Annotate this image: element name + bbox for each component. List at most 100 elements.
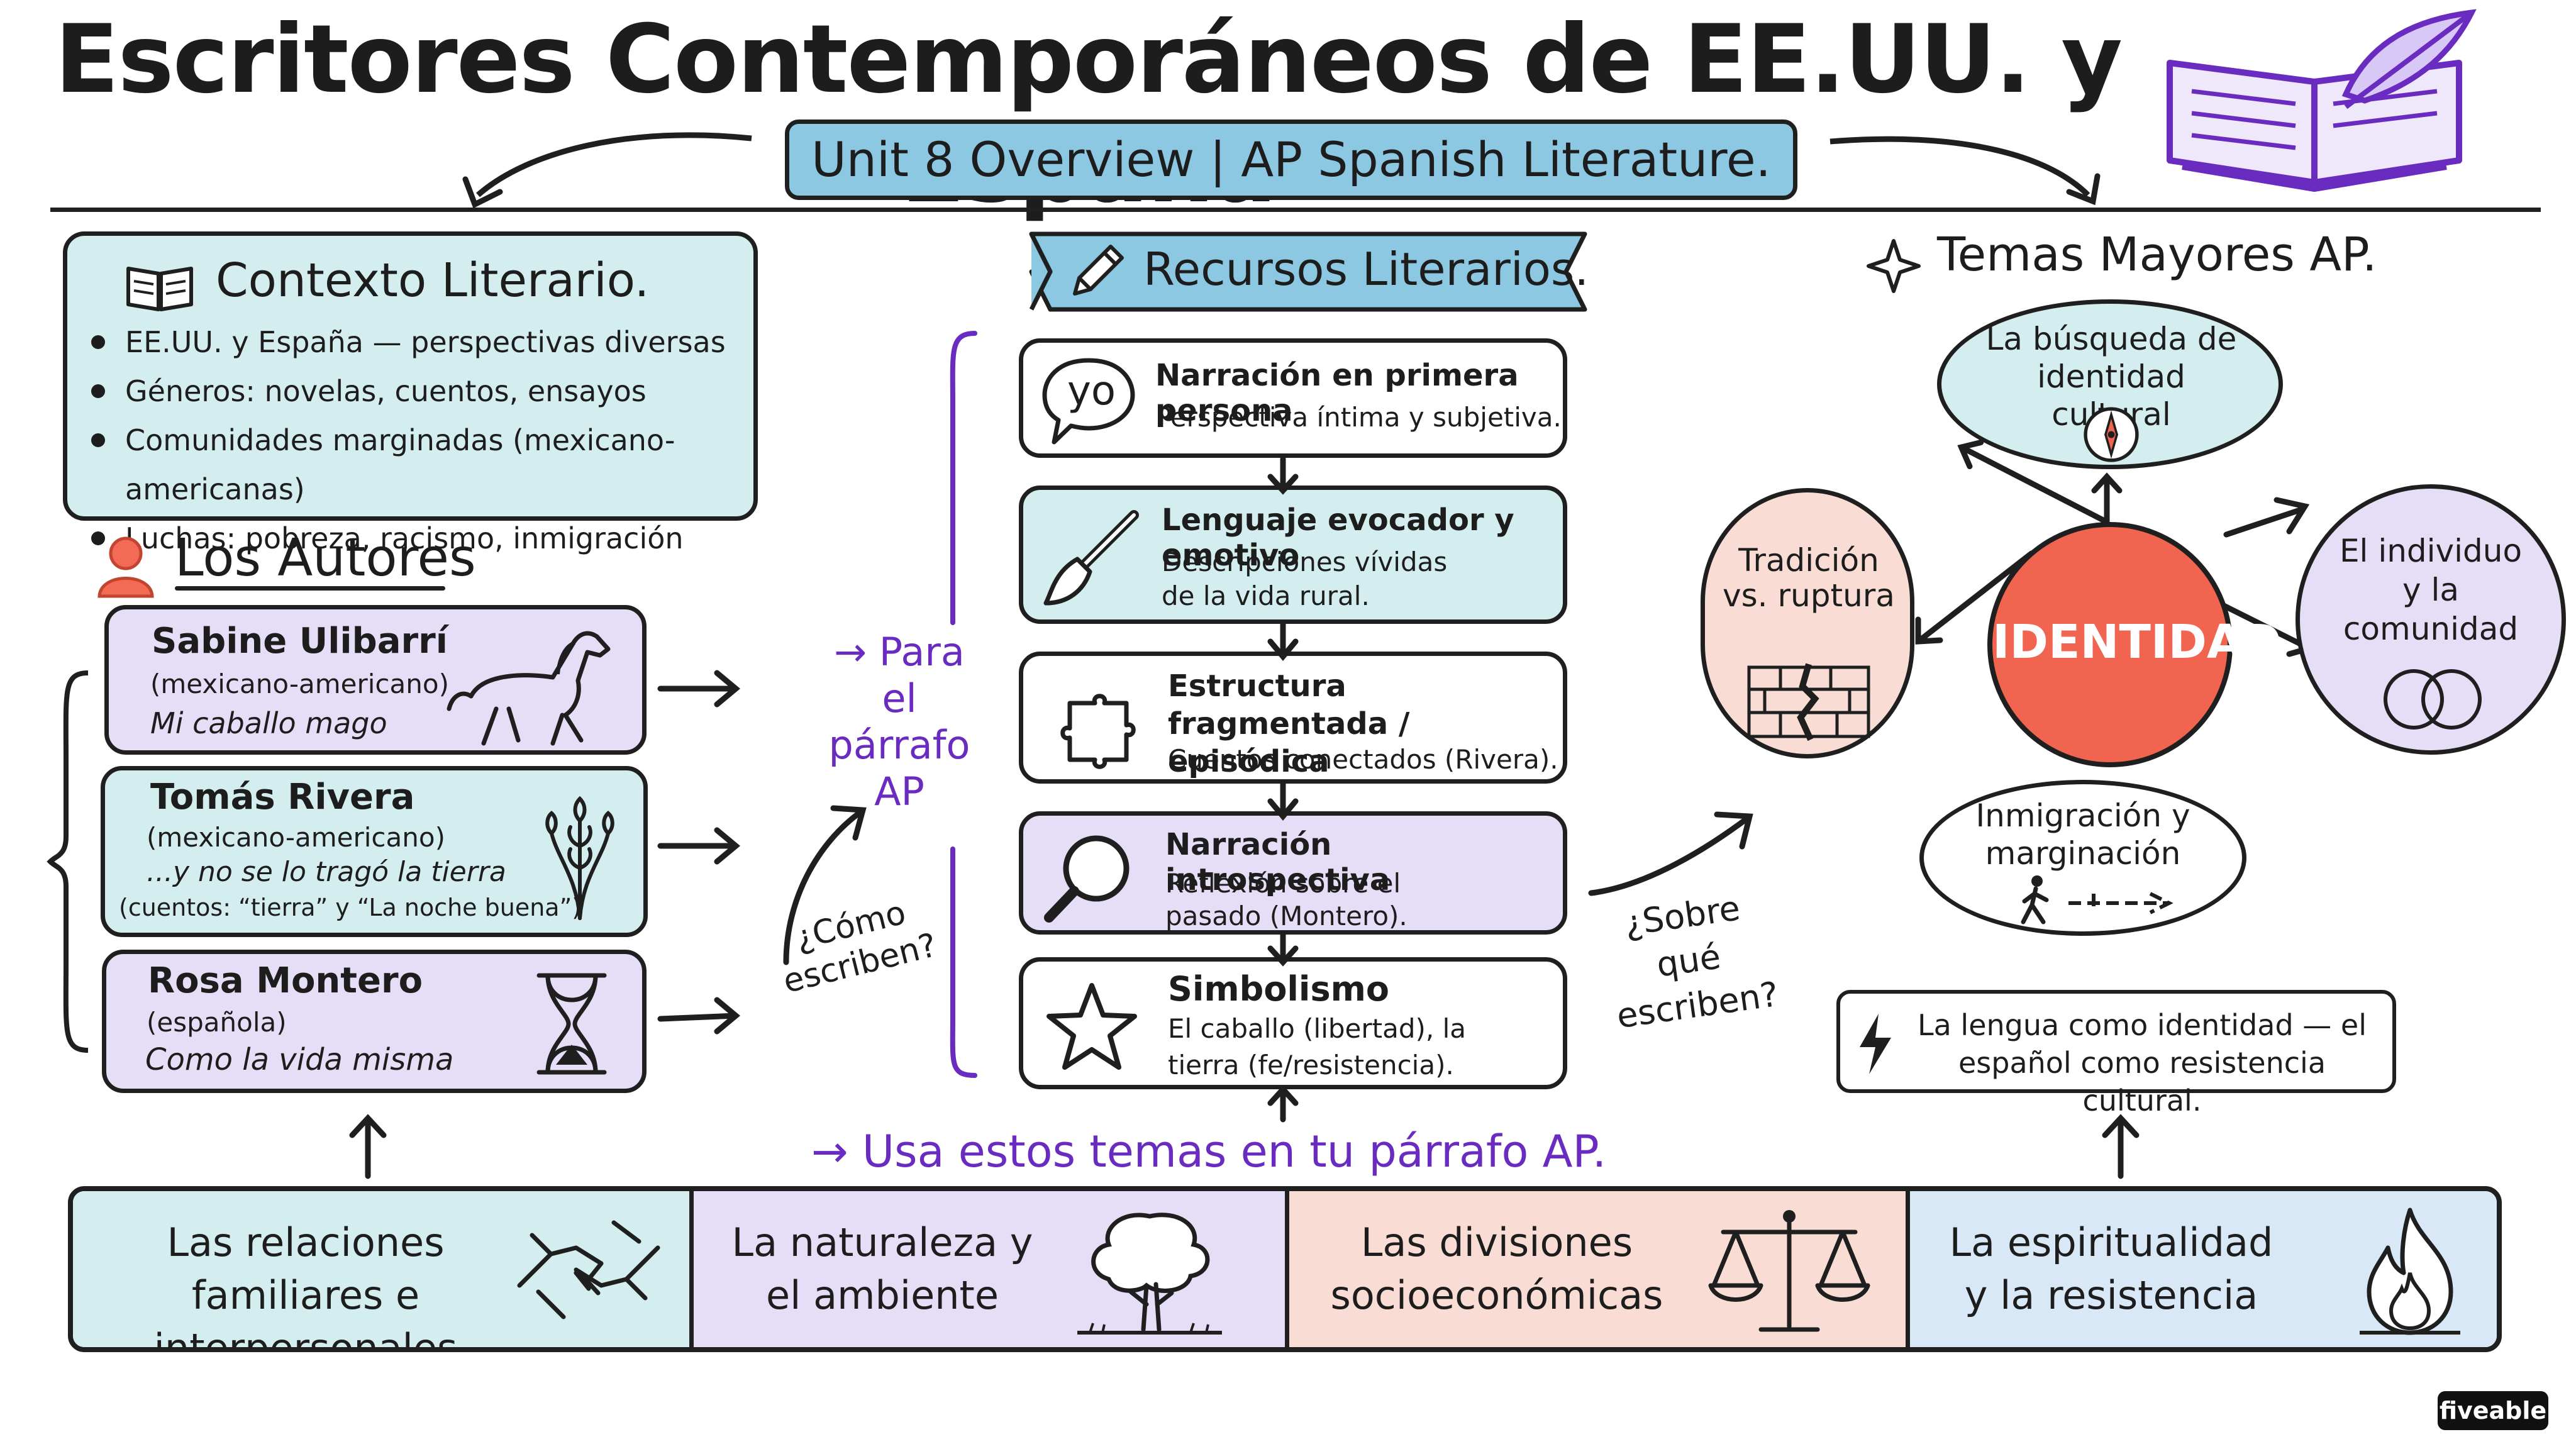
recurso-desc: Descripciones vívidas de la vida rural. [1162, 547, 1448, 611]
speech-bubble-icon [1042, 358, 1135, 445]
recurso-desc: Reflexión sobre el pasado (Montero). [1165, 868, 1407, 931]
list-item: Comunidades marginadas (mexicano-america… [86, 416, 747, 514]
author-card-montero: Rosa Montero (española) Como la vida mis… [102, 950, 647, 1093]
tema-top-text: La búsqueda de identidad cultural [1985, 321, 2237, 433]
author-work: Como la vida misma [145, 1042, 454, 1077]
recurso-title: Estructura fragmentada / episódica [1168, 669, 1410, 779]
contexto-title: Contexto Literario. [216, 253, 650, 308]
bottom-theme-label: La naturaleza y el ambiente [731, 1219, 1033, 1318]
tema-center: IDENTIDAD [1987, 522, 2282, 767]
para-parrafo-note: → Para el párrafo AP [828, 629, 970, 814]
contexto-panel: Contexto Literario. EE.UU. y España — pe… [63, 231, 758, 555]
tema-right: El individuo y la comunidad [2296, 484, 2566, 755]
tema-bottom: Inmigración y marginación [1919, 780, 2246, 936]
person-icon [97, 536, 154, 598]
paintbrush-icon [1043, 510, 1139, 606]
author-work: ...y no se lo tragó la tierra [147, 856, 506, 888]
bottom-theme-label: Las divisiones socioeconómicas [1330, 1219, 1663, 1318]
bottom-theme-label: Las relaciones familiares e interpersona… [153, 1219, 458, 1352]
star-icon [1046, 983, 1137, 1070]
recurso-card-4: Narración introspectiva Reflexión sobre … [1019, 811, 1567, 935]
bottom-themes-bar: Las relaciones familiares e interpersona… [68, 1186, 2502, 1352]
broken-wall-icon [1747, 663, 1870, 741]
authors-bracket [47, 670, 89, 1053]
recurso-title: Lenguaje evocador y emotivo [1162, 502, 1514, 573]
tema-right-text: El individuo y la comunidad [2339, 533, 2523, 647]
bottom-theme-divisiones: Las divisiones socioeconómicas [1289, 1191, 1910, 1347]
list-item: Géneros: novelas, cuentos, ensayos [86, 367, 747, 416]
temas-note-text: La lengua como identidad — el español co… [1917, 1008, 2367, 1118]
recurso-desc: Cuentos conectados (Rivera). [1168, 744, 1558, 775]
list-item: Luchas: pobreza, racismo, inmigración [86, 514, 747, 563]
yo-label: yo [1067, 368, 1116, 414]
compass-icon [2084, 407, 2139, 462]
header-arrows [462, 132, 2101, 209]
subtitle-text: Unit 8 Overview | AP Spanish Literature. [811, 131, 1771, 187]
author-name: Rosa Montero [148, 960, 423, 1001]
sobre-arrow [1588, 811, 1753, 896]
author-name: Sabine Ulibarrí [152, 621, 448, 662]
temas-note-box: La lengua como identidad — el español co… [1836, 990, 2396, 1118]
recurso-title: Narración en primera persona [1155, 358, 1519, 428]
tema-center-text: IDENTIDAD [1992, 615, 2282, 669]
up-arrows-bottom [349, 1114, 2140, 1179]
usa-temas-note: → Usa estos temas en tu párrafo AP. [811, 1126, 1607, 1177]
brand-logo: fiveable [2438, 1391, 2548, 1430]
bottom-theme-espiritualidad: La espiritualidad y la resistencia [1910, 1191, 2497, 1347]
sparkle-icon [1867, 239, 1921, 293]
author-card-ulibarri: Sabine Ulibarrí (mexicano-americano) Mi … [104, 605, 647, 755]
autores-title: Los Autores [175, 528, 476, 588]
author-arrows [657, 670, 741, 1035]
bottom-theme-label: La espiritualidad y la resistencia [1949, 1219, 2273, 1318]
venn-icon [2384, 669, 2482, 730]
recurso-desc: El caballo (libertad), la tierra (fe/res… [1168, 1013, 1467, 1080]
como-arrow [783, 805, 867, 965]
author-name: Tomás Rivera [150, 777, 415, 818]
author-card-rivera: Tomás Rivera (mexicano-americano) ...y n… [101, 766, 648, 937]
purple-bracket [950, 331, 977, 1078]
recursos-banner [1029, 231, 1587, 312]
autores-underline [175, 586, 445, 591]
recurso-title: Simbolismo [1168, 969, 1389, 1009]
recurso-card-2: Lenguaje evocador y emotivo Descripcione… [1019, 486, 1567, 624]
subtitle-banner: Unit 8 Overview | AP Spanish Literature. [785, 119, 1797, 200]
recursos-title: Recursos Literarios. [1143, 243, 1589, 296]
temas-title: Temas Mayores AP. [1937, 228, 2377, 282]
contexto-list: EE.UU. y España — perspectivas diversas … [86, 318, 747, 563]
header-divider [50, 208, 2541, 212]
author-origin: (mexicano-americano) [150, 669, 449, 699]
bottom-theme-naturaleza: La naturaleza y el ambiente [694, 1191, 1289, 1347]
book-icon [126, 267, 193, 311]
author-origin: (mexicano-americano) [147, 822, 445, 853]
scales-icon [1708, 1210, 1870, 1332]
author-extra: (cuentos: “tierra” y “La noche buena”) [119, 894, 582, 921]
brand-text: fiveable [2439, 1397, 2547, 1424]
author-origin: (española) [147, 1007, 287, 1038]
tema-left: Tradición vs. ruptura [1701, 488, 1914, 758]
recurso-title: Narración introspectiva [1165, 827, 1391, 897]
author-work: Mi caballo mago [150, 706, 387, 740]
pencil-icon [1073, 245, 1124, 296]
sobre-que-escriben-note: ¿Sobre qué escriben? [1614, 888, 1781, 1036]
tema-bottom-text: Inmigración y marginación [1975, 797, 2190, 872]
recurso-card-3: Estructura fragmentada / episódica Cuent… [1019, 652, 1567, 784]
hourglass-icon [536, 973, 607, 1075]
tema-left-text: Tradición vs. ruptura [1723, 542, 1895, 614]
magnifier-icon [1044, 835, 1130, 923]
tree-icon [1077, 1213, 1222, 1335]
horse-icon [447, 631, 611, 746]
list-item: EE.UU. y España — perspectivas diversas [86, 318, 747, 367]
lightning-icon [1860, 1014, 1891, 1074]
book-quill-icon [2167, 9, 2477, 192]
flame-icon [2360, 1208, 2460, 1335]
wheat-icon [545, 796, 614, 920]
walking-person-icon [2021, 875, 2174, 924]
recurso-desc: Perspectiva íntima y subjetiva. [1155, 402, 1562, 433]
recurso-card-5: Simbolismo El caballo (libertad), la tie… [1019, 957, 1567, 1089]
recursos-flow-arrows [1267, 456, 1299, 1123]
tema-top: La búsqueda de identidad cultural [1937, 299, 2283, 469]
handshake-icon [517, 1220, 660, 1319]
bottom-theme-familia: Las relaciones familiares e interpersona… [73, 1191, 694, 1347]
puzzle-icon [1060, 694, 1136, 769]
recurso-card-1: yo Narración en primera persona Perspect… [1019, 338, 1567, 458]
